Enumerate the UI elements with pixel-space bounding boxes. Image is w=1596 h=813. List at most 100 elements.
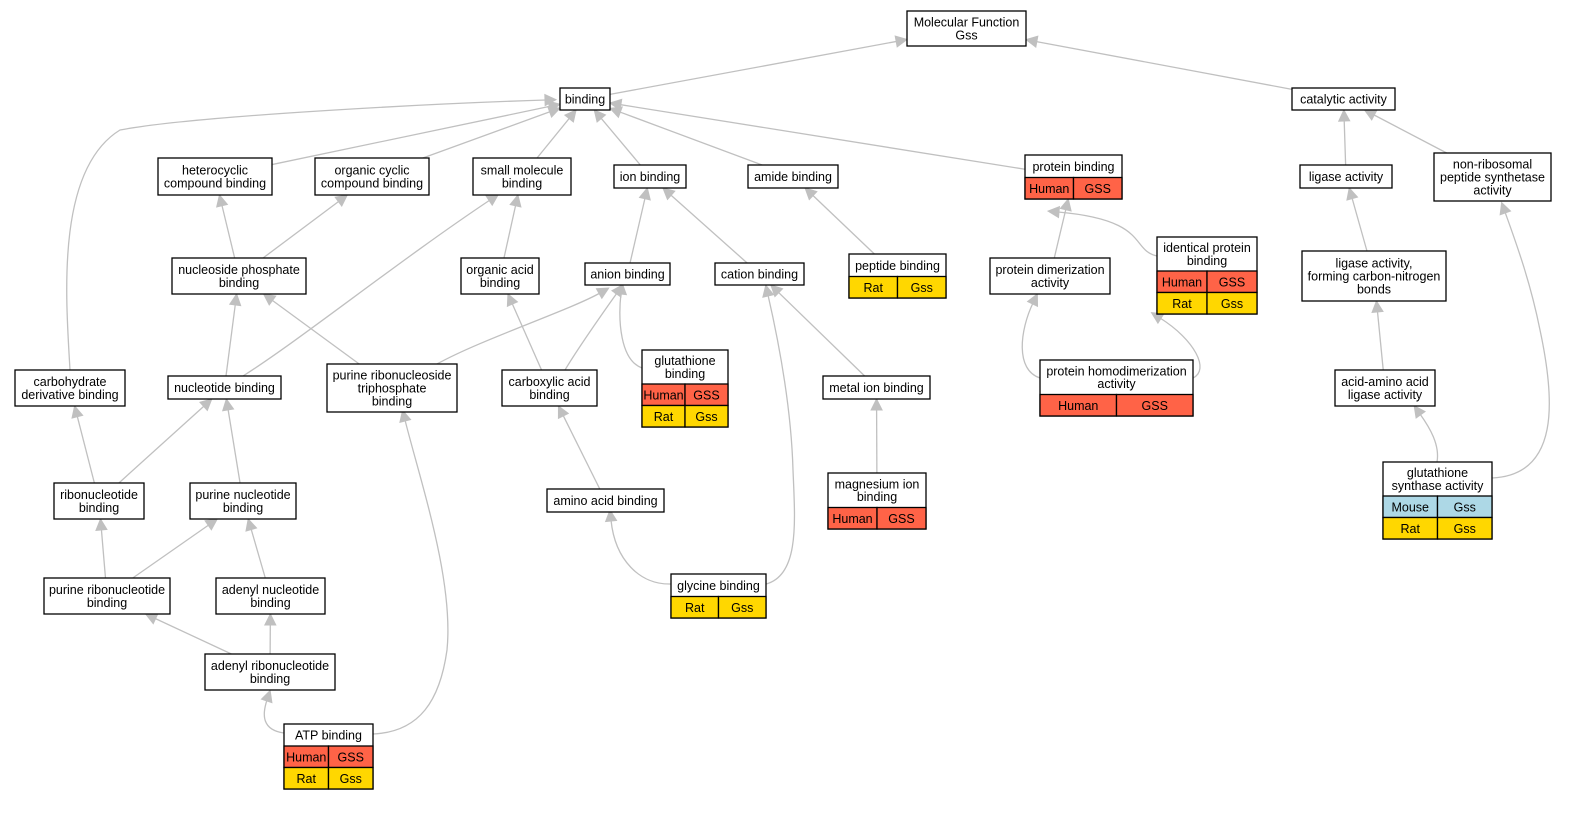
- annotation-label: Human: [1029, 182, 1069, 196]
- node-amide[interactable]: amide binding: [747, 164, 839, 189]
- node-label-line: organic cyclic: [334, 164, 409, 178]
- node-nucleotide[interactable]: nucleotide binding: [167, 375, 282, 400]
- edge-glycine-to-aminoacid-arrowhead: [604, 508, 618, 523]
- node-ligase[interactable]: ligase activity: [1299, 164, 1393, 189]
- edge-protein-to-binding: [619, 103, 1026, 170]
- node-cation[interactable]: cation binding: [714, 262, 805, 286]
- node-label-line: activity: [1097, 377, 1136, 391]
- node-label-line: glutathione: [1407, 466, 1468, 480]
- annotation-label: GSS: [1142, 399, 1168, 413]
- edge-glutbind-to-anion: [619, 292, 643, 369]
- node-box: [460, 257, 540, 295]
- node-label-line: binding: [502, 176, 542, 190]
- edge-hetero-to-binding: [271, 105, 551, 166]
- node-anion[interactable]: anion binding: [584, 262, 671, 286]
- edge-ligase-to-catalytic-arrowhead: [1337, 108, 1351, 122]
- node-label-line: ion binding: [620, 170, 681, 184]
- edge-atp-to-prntp-arrowhead: [399, 409, 412, 423]
- node-label-line: small molecule: [481, 164, 564, 178]
- edge-orgcyclic-to-binding: [422, 110, 551, 159]
- node-label-line: synthase activity: [1392, 479, 1484, 493]
- node-binding[interactable]: binding: [559, 87, 611, 111]
- edge-carboxylic-to-anion: [564, 292, 618, 371]
- node-aminoacid[interactable]: amino acid binding: [546, 488, 665, 513]
- edge-metal-to-cation-arrowhead: [770, 284, 784, 298]
- node-label-line: glycine binding: [677, 579, 760, 593]
- node-box: [472, 157, 572, 196]
- node-box: [53, 482, 145, 520]
- node-label-line: organic acid: [466, 263, 533, 277]
- node-label-line: compound binding: [321, 176, 423, 190]
- node-box: [822, 375, 931, 400]
- edge-ribonuc-to-nucleotide: [118, 405, 205, 484]
- edge-nucphos-to-orgcyclic-arrowhead: [334, 194, 349, 207]
- node-box: [1291, 87, 1396, 111]
- edge-purnuc-to-nucleotide-arrowhead: [221, 397, 235, 412]
- edge-amide-to-binding: [619, 111, 763, 166]
- edge-purnuc-to-nucleotide: [227, 408, 241, 484]
- node-label-line: protein dimerization: [995, 263, 1104, 277]
- edge-anion-to-ion: [629, 197, 646, 264]
- node-box: [501, 369, 598, 407]
- edge-peptide-to-amide: [811, 194, 875, 255]
- edge-orgacid-to-smallmol: [503, 204, 517, 259]
- annotation-label: Gss: [911, 281, 933, 295]
- edge-ribonuc-to-nucleotide-arrowhead: [199, 398, 213, 412]
- node-label-line: binding: [857, 490, 897, 504]
- node-metal[interactable]: metal ion binding: [822, 375, 931, 400]
- annotation-cell-rat: [717, 595, 767, 619]
- edge-carbo-to-binding: [66, 99, 547, 371]
- node-label-line: amide binding: [754, 170, 832, 184]
- edge-ion-to-binding: [600, 117, 641, 166]
- edge-glutbind-to-anion-arrowhead: [614, 281, 628, 296]
- node-label-line: carbohydrate: [34, 375, 107, 389]
- node-label-line: peptide synthetase: [1440, 171, 1545, 185]
- node-label-line: forming carbon-nitrogen: [1308, 270, 1441, 284]
- node-box: [584, 262, 671, 286]
- node-ion[interactable]: ion binding: [613, 164, 687, 189]
- edge-homodimer-to-identprot: [1159, 317, 1201, 379]
- node-label-line: binding: [529, 388, 569, 402]
- edge-ligaseCN-to-ligase-arrowhead: [1346, 186, 1359, 201]
- edge-anion-to-ion-arrowhead: [638, 186, 651, 201]
- node-label-line: identical protein: [1163, 241, 1251, 255]
- edge-atp-to-prntp: [372, 419, 449, 735]
- node-label-line: Molecular Function: [914, 16, 1020, 30]
- edge-ligaseCN-to-ligase: [1351, 197, 1368, 252]
- node-ligaseCN[interactable]: ligase activity,forming carbon-nitrogenb…: [1301, 250, 1447, 302]
- edge-glycine-to-cation: [765, 294, 796, 585]
- node-box: [1334, 369, 1436, 407]
- annotation-label: GSS: [888, 512, 914, 526]
- annotation-label: Gss: [340, 772, 362, 786]
- edge-glutsyn-to-aaligase: [1419, 413, 1439, 463]
- node-box: [171, 257, 307, 295]
- node-catalytic[interactable]: catalytic activity: [1291, 87, 1396, 111]
- node-label-line: ribonucleotide: [60, 488, 138, 502]
